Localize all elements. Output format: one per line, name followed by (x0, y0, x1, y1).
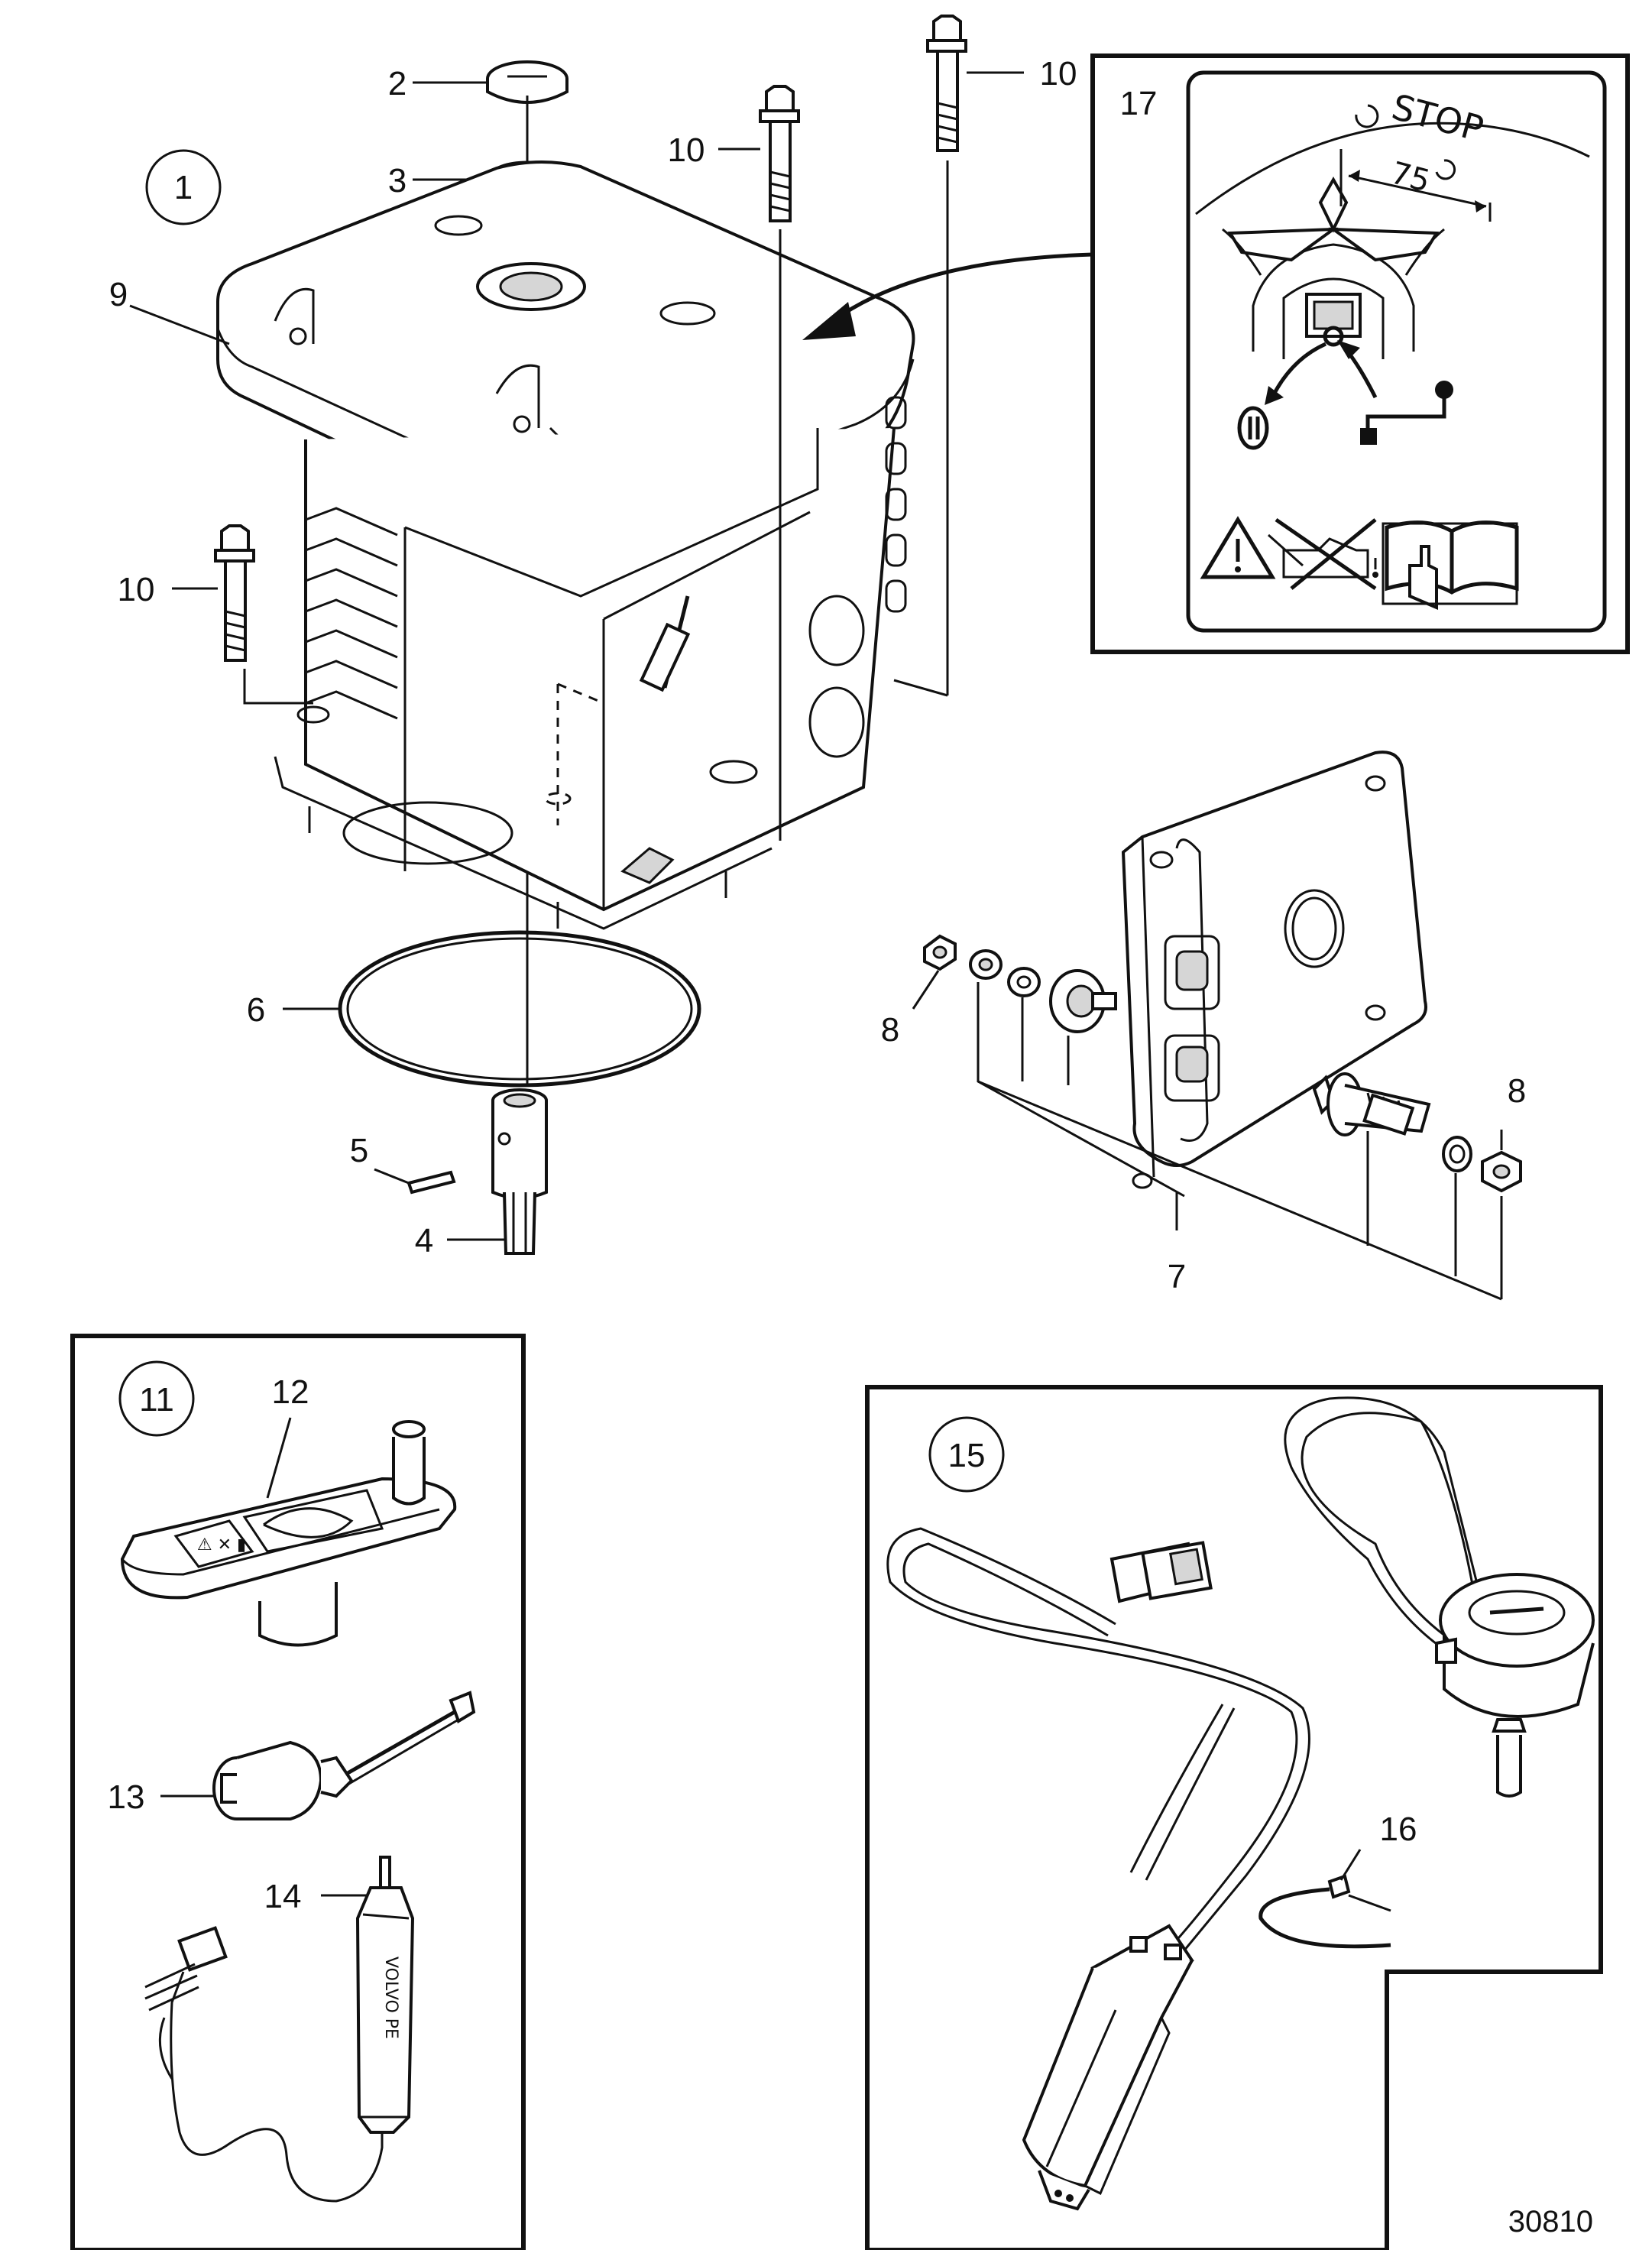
callout-14: 14 (264, 1878, 302, 1915)
callout-circle-11 (118, 1360, 195, 1437)
pin-part (407, 1170, 456, 1195)
handle-decal-icons: ⚠ ✕ ▮ (197, 1535, 246, 1555)
sensor-panel: 15 (865, 1385, 1603, 2250)
callout-11: 11 (139, 1381, 174, 1418)
detail-panel-17: 17 STOP 75 (1090, 53, 1630, 654)
left-fasteners (923, 934, 1117, 1033)
callout-8-right: 8 (1508, 1072, 1526, 1110)
callout-9: 9 (109, 276, 128, 313)
housing-body (274, 396, 907, 930)
callout-5: 5 (350, 1132, 368, 1169)
callout-13: 13 (108, 1778, 145, 1816)
main-unit: 1 2 3 9 (109, 15, 1077, 1260)
callout-17: 17 (1120, 85, 1158, 122)
callout-7: 7 (1168, 1258, 1186, 1295)
callout-circle-1 (145, 149, 222, 225)
callout-2: 2 (388, 65, 407, 102)
read-manual-icon (1382, 520, 1519, 611)
callout-12: 12 (272, 1373, 309, 1411)
callout-10-right: 10 (1040, 55, 1077, 92)
callout-16: 16 (1380, 1811, 1417, 1848)
operating-handle: ⚠ ✕ ▮ (120, 1420, 457, 1647)
decal-outline (1186, 70, 1607, 633)
cap-part (486, 60, 568, 104)
no-oil-can-icon (1268, 517, 1378, 591)
socket-center-icon (1323, 326, 1344, 347)
detail-arrow (831, 252, 1093, 323)
rotation-arrow-icon (1355, 104, 1379, 128)
lock-position-icon (1237, 406, 1269, 450)
side-ribs (885, 396, 907, 613)
tester-tool: VOLVO PE (144, 1856, 415, 2203)
tool-brand-text: VOLVO PE (381, 1957, 400, 2039)
bolt-left (214, 524, 255, 662)
right-fasteners (1312, 1072, 1522, 1193)
bolt-right (926, 15, 967, 152)
callout-15: 15 (948, 1437, 986, 1474)
control-module (1022, 1924, 1194, 2211)
bolt-center (759, 85, 800, 222)
tool-kit-panel: 11 12 ⚠ ✕ ▮ 13 (70, 1334, 526, 2250)
callout-10-left: 10 (118, 571, 155, 608)
callout-4: 4 (415, 1222, 433, 1260)
lever-icon (1360, 381, 1453, 445)
cable-tie (1258, 1874, 1391, 1949)
sensor-cable (886, 1527, 1298, 1958)
callout-10-center: 10 (668, 131, 705, 169)
callout-8-left: 8 (881, 1011, 899, 1049)
warning-triangle-icon (1200, 516, 1276, 579)
callout-3: 3 (388, 162, 407, 199)
large-o-ring (338, 930, 701, 1088)
callout-circle-15 (928, 1416, 1005, 1493)
cooling-fins (305, 507, 398, 720)
position-sensor (1435, 1573, 1595, 1798)
callout-1: 1 (174, 169, 193, 206)
coupling-part (491, 1088, 548, 1255)
callout-6: 6 (247, 991, 265, 1029)
figure-reference-number: 30810 (1508, 2205, 1593, 2239)
arrow-head-icon (802, 302, 856, 340)
socket-tool (212, 1691, 476, 1820)
cable-connector (1109, 1541, 1213, 1603)
cover-plate-assembly (1121, 751, 1427, 1189)
